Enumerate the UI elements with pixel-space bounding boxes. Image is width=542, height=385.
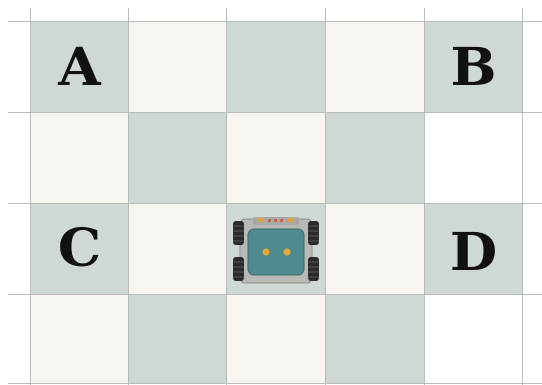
cell[interactable]	[425, 295, 522, 383]
cell[interactable]	[326, 295, 424, 383]
grid-line	[8, 112, 542, 113]
cell[interactable]	[227, 113, 325, 203]
grid-line	[226, 8, 227, 385]
cell[interactable]	[227, 22, 325, 112]
cell[interactable]	[326, 113, 424, 203]
cell[interactable]	[227, 295, 325, 383]
label-c: C	[29, 223, 131, 275]
label-d: D	[423, 227, 525, 279]
cell[interactable]	[326, 22, 424, 112]
grid-line	[8, 21, 542, 22]
cell[interactable]	[129, 295, 226, 383]
robot-car-icon[interactable]	[231, 215, 321, 287]
cell[interactable]	[425, 113, 522, 203]
cell[interactable]	[129, 22, 226, 112]
cell[interactable]	[129, 113, 226, 203]
grid-line	[8, 203, 542, 204]
label-b: B	[423, 42, 525, 94]
grid-line	[8, 383, 542, 384]
label-a: A	[29, 42, 131, 94]
cell[interactable]	[326, 204, 424, 294]
grid-line	[325, 8, 326, 385]
cell[interactable]	[31, 113, 128, 203]
grid-line	[8, 294, 542, 295]
cell[interactable]	[129, 204, 226, 294]
cell[interactable]	[31, 295, 128, 383]
